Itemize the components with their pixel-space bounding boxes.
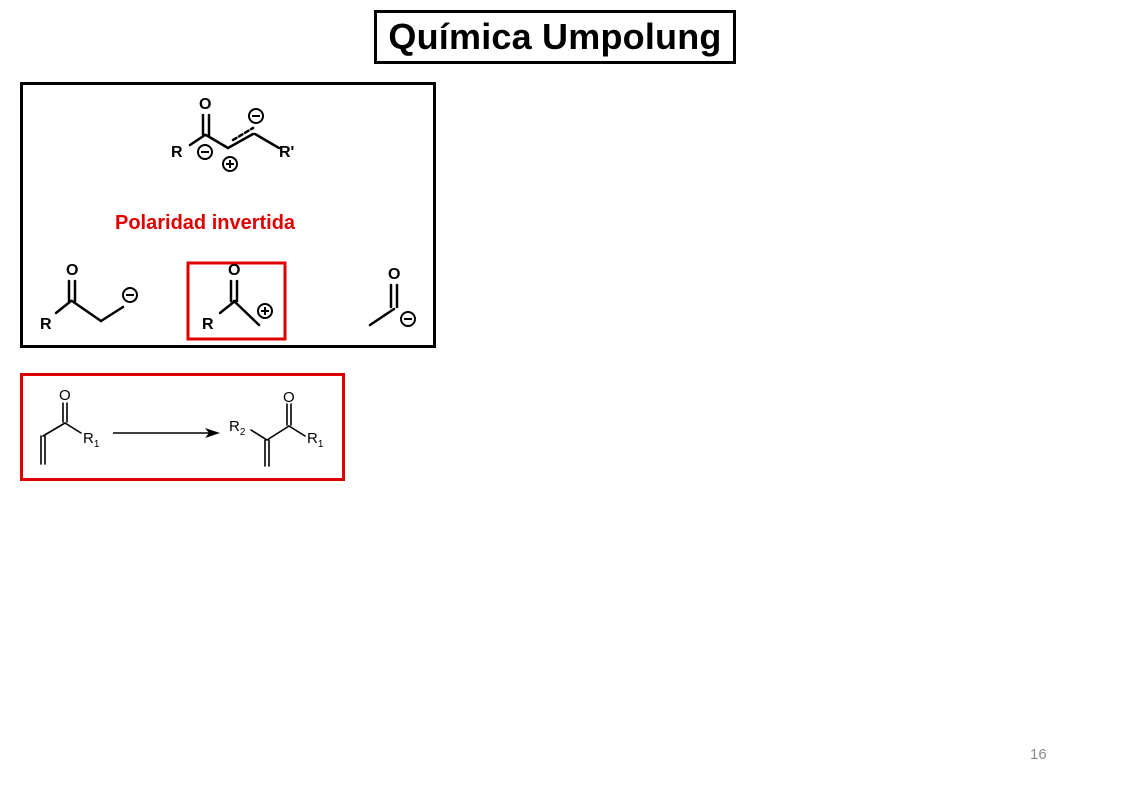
- product-structure: [250, 403, 306, 467]
- synthon-2-plus-charge: [257, 303, 273, 319]
- general-r-prime-label: R': [279, 144, 294, 161]
- synthon-2-bond-alpha: [232, 299, 261, 327]
- polarity-caption: Polaridad invertida: [115, 212, 296, 234]
- product-r1: R1: [307, 430, 324, 450]
- product-r2: R2: [229, 418, 246, 438]
- synthon-1-minus-charge: [122, 287, 138, 303]
- synthon-1-bond-r: [54, 299, 73, 315]
- synthon-1: [54, 279, 125, 323]
- synthon-1-oxygen: O: [66, 262, 78, 279]
- general-minus-charge-a: [197, 144, 213, 160]
- reactant-structure: [40, 402, 82, 465]
- product-bond-r1: [288, 425, 306, 437]
- synthon-2-bond-r: [218, 299, 237, 315]
- bond-beta: [226, 132, 255, 150]
- synthon-1-bond-alpha: [70, 299, 103, 323]
- polarity-diagram: O R R' Polaridad invertida O R: [40, 96, 416, 341]
- synthon-2-r: R: [202, 316, 214, 333]
- general-minus-charge-b: [248, 108, 264, 124]
- synthon-2-highlight: [186, 261, 287, 341]
- product-oxygen: O: [283, 389, 295, 406]
- synthon-1-r: R: [40, 316, 52, 333]
- synthon-3: [368, 283, 399, 327]
- reactant-oxygen: O: [59, 387, 71, 404]
- bond-alpha: [204, 133, 230, 150]
- synthon-2: [218, 279, 261, 327]
- general-r-label: R: [171, 144, 183, 161]
- synthon-1-bond-ch2: [99, 305, 125, 323]
- reaction-diagram: O R1 O R2 R1: [40, 387, 324, 467]
- synthon-3-oxygen: O: [388, 266, 400, 283]
- reactant-bond-r1: [64, 422, 82, 434]
- product-bond-carbonyl: [266, 425, 290, 441]
- polarity-panel: O R R' Polaridad invertida O R: [20, 82, 436, 348]
- synthon-2-oxygen: O: [228, 262, 240, 279]
- bond-r-carbonyl: [188, 133, 207, 147]
- general-oxygen-label: O: [199, 96, 211, 113]
- reaction-panel: O R1 O R2 R1: [20, 373, 345, 481]
- slide-title: Química Umpolung: [388, 16, 722, 57]
- reaction-arrow: [113, 428, 220, 438]
- synthon-3-bond-methyl: [368, 307, 396, 327]
- general-structure: [188, 113, 281, 150]
- title-box: Química Umpolung: [374, 10, 736, 64]
- reactant-r1: R1: [83, 430, 100, 450]
- bond-gamma: [253, 132, 281, 150]
- product-bond-r2: [250, 429, 268, 441]
- reactant-bond-vinyl: [42, 422, 66, 437]
- page-number: 16: [1030, 746, 1047, 763]
- synthon-3-minus-charge: [400, 311, 416, 327]
- bond-beta-dashed: [231, 126, 255, 142]
- general-plus-charge: [222, 156, 238, 172]
